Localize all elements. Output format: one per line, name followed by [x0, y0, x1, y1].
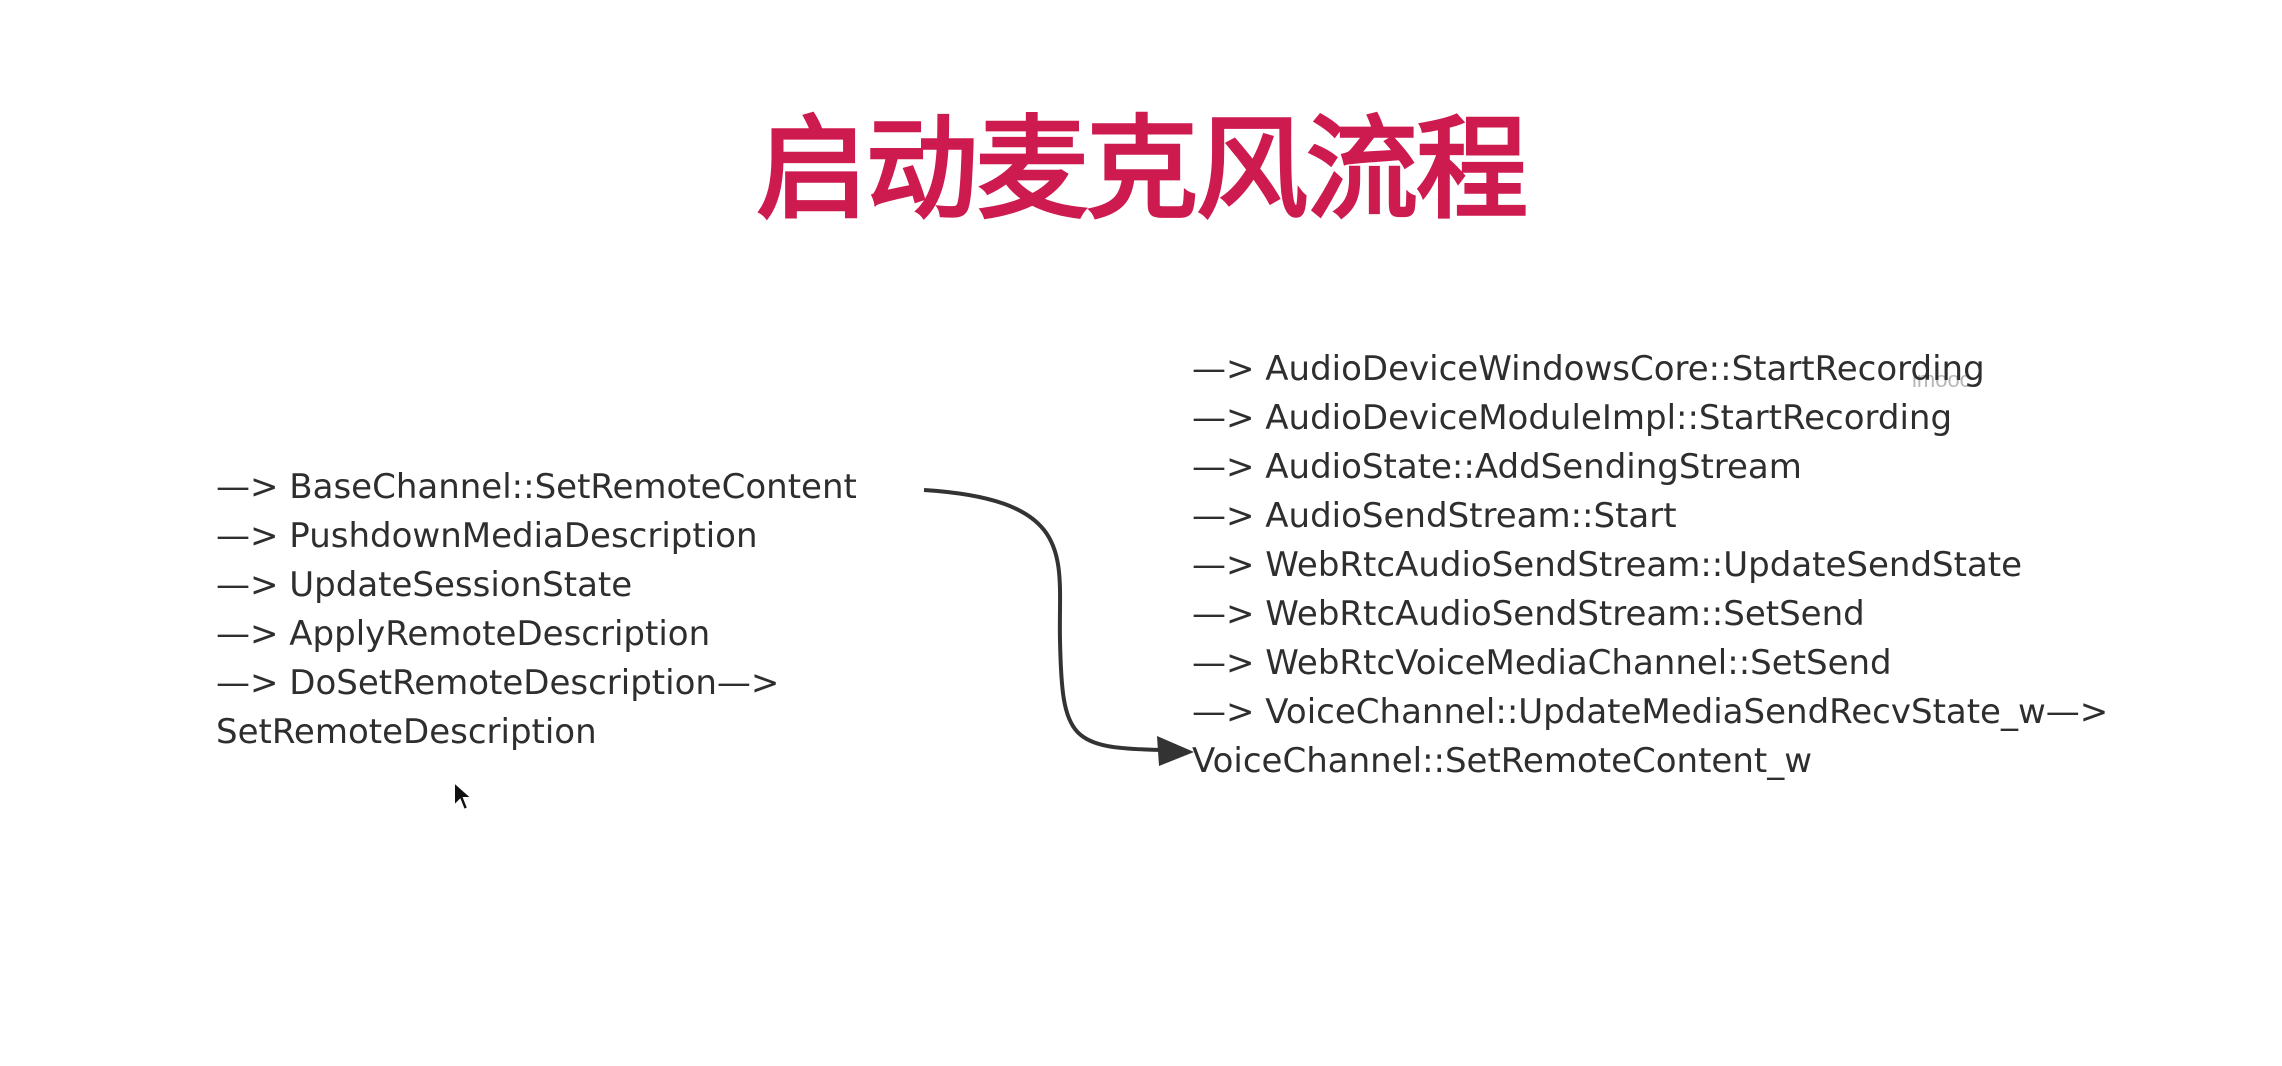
flow-step: —> DoSetRemoteDescription—>	[216, 663, 780, 703]
flow-step: —> UpdateSessionState	[216, 565, 633, 605]
flow-step: —> WebRtcVoiceMediaChannel::SetSend	[1192, 643, 1892, 683]
connector-arrow	[923, 488, 1163, 752]
flow-step: —> AudioSendStream::Start	[1192, 496, 1677, 536]
flow-step: —> AudioState::AddSendingStream	[1192, 447, 1802, 487]
flow-step: —> VoiceChannel::UpdateMediaSendRecvStat…	[1192, 692, 2109, 732]
arrowhead-icon	[1157, 736, 1194, 766]
flow-step: SetRemoteDescription	[216, 712, 597, 752]
flow-step: —> PushdownMediaDescription	[216, 516, 758, 556]
flow-step: —> ApplyRemoteDescription	[216, 614, 711, 654]
mouse-pointer-icon	[453, 780, 474, 812]
flow-step: VoiceChannel::SetRemoteContent_w	[1192, 741, 1813, 781]
flow-step: —> AudioDeviceModuleImpl::StartRecording	[1192, 398, 1953, 438]
left-call-chain: —> BaseChannel::SetRemoteContent —> Push…	[216, 463, 936, 757]
watermark: imooc	[1912, 367, 1971, 392]
right-call-chain: —> AudioDeviceWindowsCore::StartRecordin…	[1192, 345, 2192, 786]
flow-step: —> AudioDeviceWindowsCore::StartRecordin…	[1192, 349, 1985, 389]
flow-step: —> WebRtcAudioSendStream::UpdateSendStat…	[1192, 545, 2023, 585]
flow-step: —> WebRtcAudioSendStream::SetSend	[1192, 594, 1865, 634]
slide-title: 启动麦克风流程	[756, 105, 1528, 235]
flow-step: —> BaseChannel::SetRemoteContent	[216, 467, 857, 507]
